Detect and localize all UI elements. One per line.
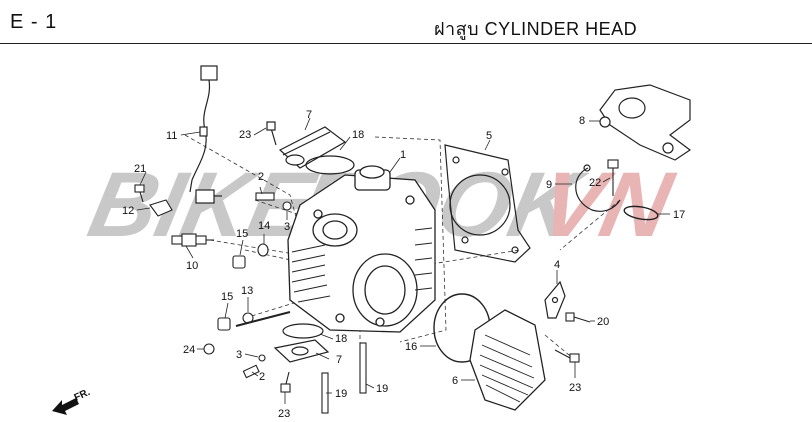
callout-3-upper: 3: [284, 221, 290, 233]
sensor-connector: [200, 65, 218, 81]
intake-pipe-part: [599, 84, 692, 161]
callout-23-lower: 23: [278, 408, 290, 420]
bolt-22-part: [607, 159, 619, 196]
callout-15-lower: 15: [221, 291, 233, 303]
callout-20: 20: [597, 316, 609, 328]
clip-12-part: [149, 199, 173, 217]
guide-spark-plug: [209, 239, 301, 256]
callout-21: 21: [134, 163, 146, 175]
callout-6: 6: [452, 375, 458, 387]
callout-15-upper: 15: [236, 228, 248, 240]
bolt-23-right-part: [554, 349, 580, 363]
side-cover-part: [469, 309, 546, 411]
bolt-23-lower-part: [280, 371, 291, 393]
exploded-parts-diagram: BIKE BOOK VN: [52, 65, 692, 420]
oring-3-lower: [258, 354, 266, 362]
sensor-harness: [189, 65, 222, 204]
callout-3-lower: 3: [236, 349, 242, 361]
oring-18-upper: [305, 155, 355, 175]
guide-washer-14: [244, 249, 301, 263]
callout-12: 12: [122, 205, 134, 217]
studs-19: [321, 342, 367, 414]
callout-22: 22: [589, 177, 601, 189]
callout-9: 9: [546, 179, 552, 191]
callout-19-right: 19: [376, 383, 388, 395]
bracket-4-part: [544, 280, 566, 319]
callout-18-top: 18: [352, 129, 364, 141]
wire-clamp: [199, 126, 208, 137]
callout-2-lower: 2: [259, 371, 265, 383]
callout-16: 16: [405, 341, 417, 353]
washer-14: [257, 243, 269, 257]
callout-1: 1: [400, 149, 406, 161]
fr-label: FR.: [73, 387, 92, 404]
callout-4: 4: [554, 259, 560, 271]
front-direction-arrow: FR.: [52, 387, 92, 415]
cap-15-lower: [217, 317, 231, 331]
dowel-2-lower: [242, 364, 260, 379]
cap-15-upper: [232, 255, 246, 269]
callout-14: 14: [258, 220, 270, 232]
bolt-21-part: [134, 184, 145, 203]
oring-17: [623, 205, 659, 221]
sensor-body: [195, 189, 215, 204]
spark-plug-part: [171, 233, 214, 247]
dowel-2-upper: [255, 192, 275, 201]
clamp-9-part: [575, 164, 621, 212]
callout-19-left: 19: [335, 388, 347, 400]
callout-10: 10: [186, 260, 198, 272]
small-fasteners: [203, 192, 292, 379]
callout-13: 13: [241, 285, 253, 297]
tappet-cover-lower: [273, 339, 330, 363]
header-divider: [0, 43, 812, 44]
oring-3-upper: [282, 201, 292, 211]
bolt-20-part: [565, 312, 591, 323]
stud-long: [235, 311, 291, 327]
callout-17: 17: [673, 209, 685, 221]
callout-8: 8: [579, 115, 585, 127]
callout-labels: 11 21 12 10 23 7 18 1 5 8 9 22 17 4 20 1…: [122, 109, 685, 420]
arrow-icon: [52, 398, 79, 415]
callout-11: 11: [166, 130, 177, 142]
guide-gasket: [424, 249, 521, 266]
tappet-cover-top: [266, 121, 347, 169]
nut-24: [203, 343, 215, 355]
watermark-vn: VN: [531, 153, 682, 256]
callout-7-top: 7: [306, 109, 312, 121]
leader-lines: [136, 117, 670, 404]
callout-5: 5: [486, 130, 492, 142]
callout-7-lower: 7: [336, 354, 342, 366]
section-code: E - 1: [10, 11, 58, 33]
guide-dowel-upper: [254, 199, 301, 216]
page-title: ฝาสูบ CYLINDER HEAD: [434, 19, 638, 39]
callout-23-right: 23: [569, 382, 581, 394]
page-header: E - 1 ฝาสูบ CYLINDER HEAD: [0, 0, 812, 44]
callout-23-top: 23: [239, 129, 251, 141]
callout-24: 24: [183, 344, 195, 356]
oring-18-lower: [282, 323, 324, 339]
guide-sensor-wire: [184, 134, 306, 251]
callout-2-upper: 2: [258, 171, 264, 183]
cylinder-head-part: [287, 165, 436, 333]
callout-18-lower: 18: [335, 333, 347, 345]
head-gasket-part: [444, 144, 531, 263]
guide-intake: [559, 199, 621, 251]
